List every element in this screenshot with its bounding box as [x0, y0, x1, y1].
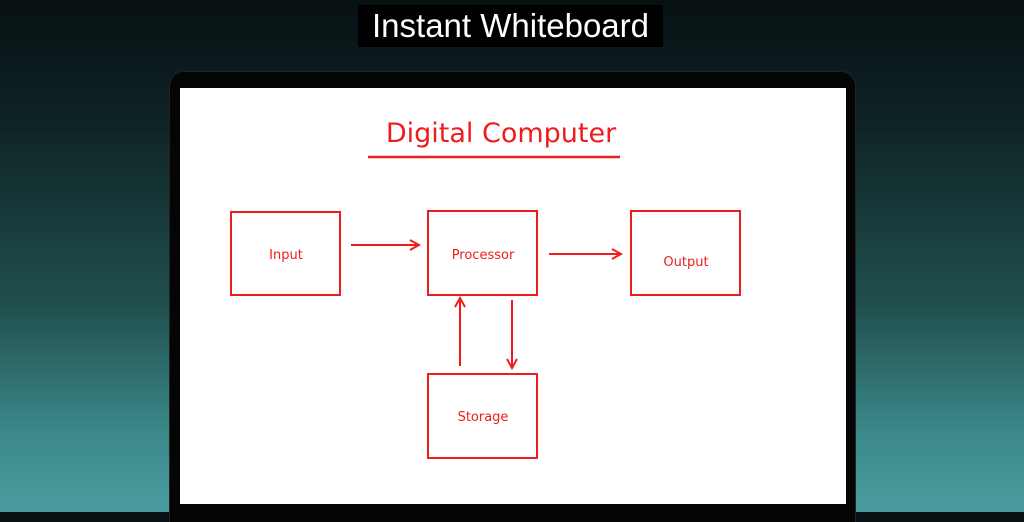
page-title: Instant Whiteboard [358, 5, 663, 47]
box-output: Output [630, 210, 741, 296]
box-processor-label: Processor [452, 248, 515, 263]
box-storage-label: Storage [458, 410, 509, 425]
box-storage: Storage [427, 373, 538, 459]
box-output-label: Output [663, 255, 708, 270]
box-input: Input [230, 211, 341, 296]
box-processor: Processor [427, 210, 538, 296]
box-input-label: Input [269, 248, 303, 263]
diagram-title: Digital Computer [386, 118, 617, 149]
